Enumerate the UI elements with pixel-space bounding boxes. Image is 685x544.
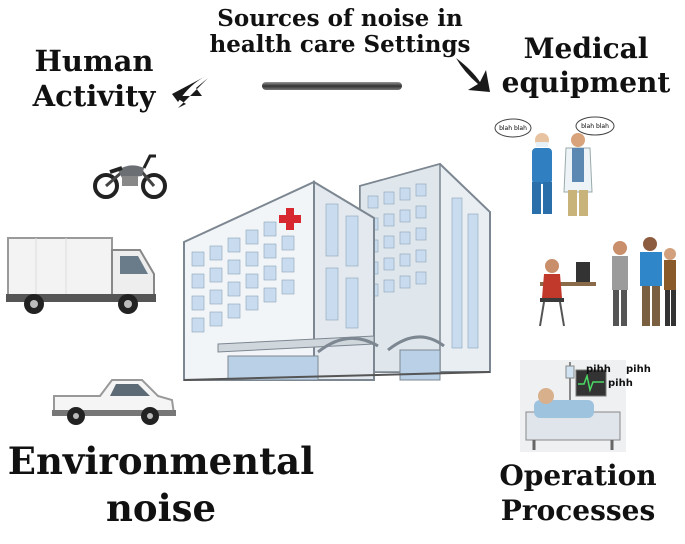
patient-bed-monitor-icon <box>520 360 626 452</box>
diagram-title: Sources of noise in health care Settings <box>209 5 471 59</box>
arrow-left-icon <box>172 76 208 108</box>
office-staff-icon <box>539 237 676 327</box>
title-underline <box>262 82 402 90</box>
label-medical-equipment: Medical equipment <box>501 32 671 99</box>
monitor-sound-2: pihh <box>626 364 651 375</box>
label-human-activity: Human Activity <box>32 44 156 114</box>
speech-bubble-left: blah blah <box>499 125 527 132</box>
red-cross-icon <box>279 208 301 230</box>
monitor-sound-3: pihh <box>608 378 633 389</box>
hospital-building-icon <box>183 162 491 381</box>
pickup-truck-icon <box>52 379 176 425</box>
doctors-talking-icon: blah blah blah blah <box>494 116 615 216</box>
speech-bubble-right: blah blah <box>581 123 609 130</box>
arrow-right-icon <box>456 58 490 92</box>
motorcycle-icon <box>93 154 167 199</box>
monitor-sound-1: pihh <box>586 364 611 375</box>
label-environmental-noise: Environmental noise <box>7 439 315 530</box>
label-operation-processes: Operation Processes <box>499 459 657 527</box>
truck-icon <box>6 237 156 314</box>
